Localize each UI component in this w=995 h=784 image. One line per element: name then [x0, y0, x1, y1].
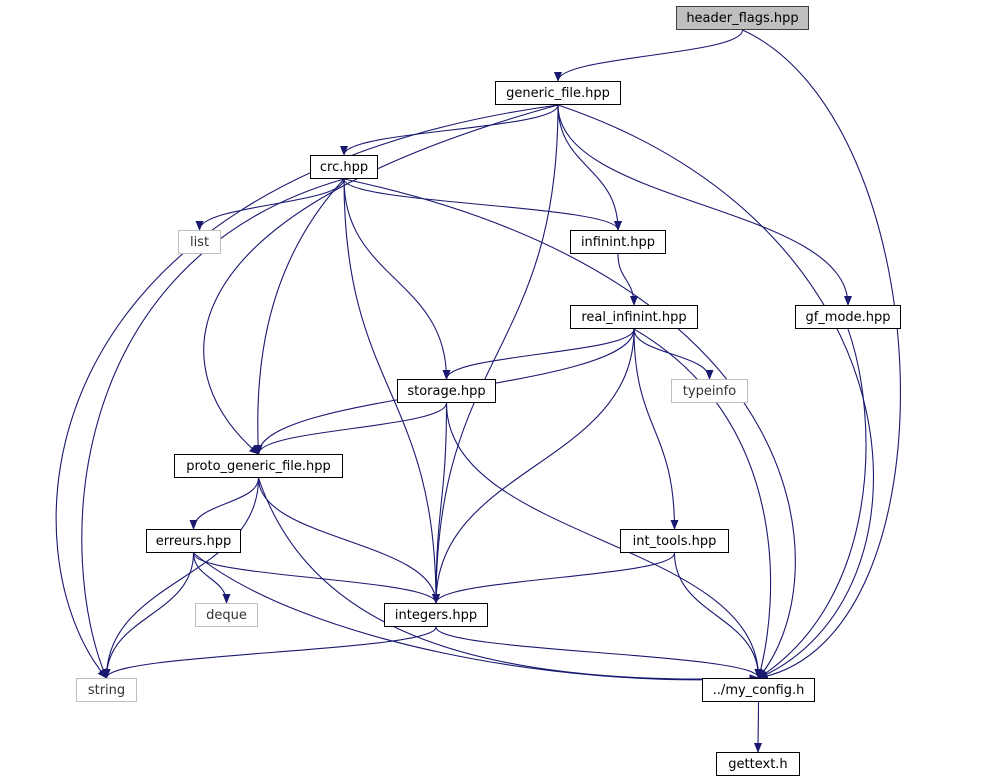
node-deque[interactable]: deque — [195, 603, 258, 627]
edge-crc-to-my-config — [343, 178, 796, 679]
edge-my-config-to-gettext — [754, 701, 763, 753]
edge-crc-to-storage — [343, 178, 451, 380]
edge-infinint-to-real-infinint — [617, 253, 638, 306]
node-generic-file-hpp[interactable]: generic_file.hpp — [495, 81, 621, 105]
edge-generic-file-to-gf-mode — [557, 104, 852, 306]
node-string[interactable]: string — [76, 678, 137, 702]
edge-proto-generic-file-to-string — [102, 477, 260, 679]
edge-erreurs-to-deque — [192, 552, 231, 604]
node-header-flags-hpp[interactable]: header_flags.hpp — [676, 6, 809, 30]
edge-int-tools-to-integers — [432, 552, 676, 604]
node-real-infinint-hpp[interactable]: real_infinint.hpp — [570, 305, 698, 329]
edge-real-infinint-to-int-tools — [633, 328, 679, 530]
edge-generic-file-to-my-config — [557, 104, 874, 679]
node-int-tools-hpp[interactable]: int_tools.hpp — [620, 529, 729, 553]
edge-real-infinint-to-integers — [432, 328, 635, 604]
edge-generic-file-to-infinint — [557, 104, 622, 231]
edge-storage-to-integers — [432, 402, 448, 604]
edge-proto-generic-file-to-integers — [257, 477, 440, 604]
edge-erreurs-to-my-config — [193, 552, 760, 683]
node-infinint-hpp[interactable]: infinint.hpp — [570, 230, 666, 254]
node-gf-mode-hpp[interactable]: gf_mode.hpp — [795, 305, 901, 329]
node-integers-hpp[interactable]: integers.hpp — [384, 603, 488, 627]
edge-generic-file-to-proto-generic-file — [203, 104, 559, 455]
node-storage-hpp[interactable]: storage.hpp — [397, 379, 496, 403]
node-typeinfo[interactable]: typeinfo — [671, 379, 748, 403]
node-my-config-h[interactable]: ../my_config.h — [702, 678, 815, 702]
edge-proto-generic-file-to-my-config — [257, 477, 760, 683]
edge-storage-to-my-config — [445, 402, 763, 679]
edge-crc-to-string — [81, 178, 345, 679]
edge-generic-file-to-integers — [432, 104, 559, 604]
edge-header-flags-to-generic-file — [554, 29, 744, 82]
edge-int-tools-to-my-config — [673, 552, 763, 679]
node-list[interactable]: list — [178, 230, 221, 254]
edge-real-infinint-to-my-config — [633, 328, 772, 679]
node-crc-hpp[interactable]: crc.hpp — [310, 155, 378, 179]
node-gettext-h[interactable]: gettext.h — [716, 752, 800, 776]
edge-crc-to-integers — [343, 178, 440, 604]
edge-erreurs-to-string — [102, 552, 195, 679]
edge-proto-generic-file-to-erreurs — [189, 477, 260, 530]
edge-real-infinint-to-storage — [442, 328, 635, 380]
edge-gf-mode-to-my-config — [757, 328, 867, 679]
edge-generic-file-to-crc — [340, 104, 559, 156]
node-proto-generic-file-hpp[interactable]: proto_generic_file.hpp — [174, 454, 343, 478]
edge-integers-to-my-config — [435, 626, 763, 679]
edge-storage-to-proto-generic-file — [254, 402, 448, 455]
edge-header-flags-to-my-config — [742, 29, 901, 681]
edge-integers-to-string — [102, 626, 437, 679]
edge-real-infinint-to-typeinfo — [633, 328, 714, 380]
node-erreurs-hpp[interactable]: erreurs.hpp — [146, 529, 241, 553]
edge-crc-to-infinint — [343, 178, 622, 231]
edge-crc-to-proto-generic-file — [254, 178, 345, 455]
edge-crc-to-list — [195, 178, 345, 231]
